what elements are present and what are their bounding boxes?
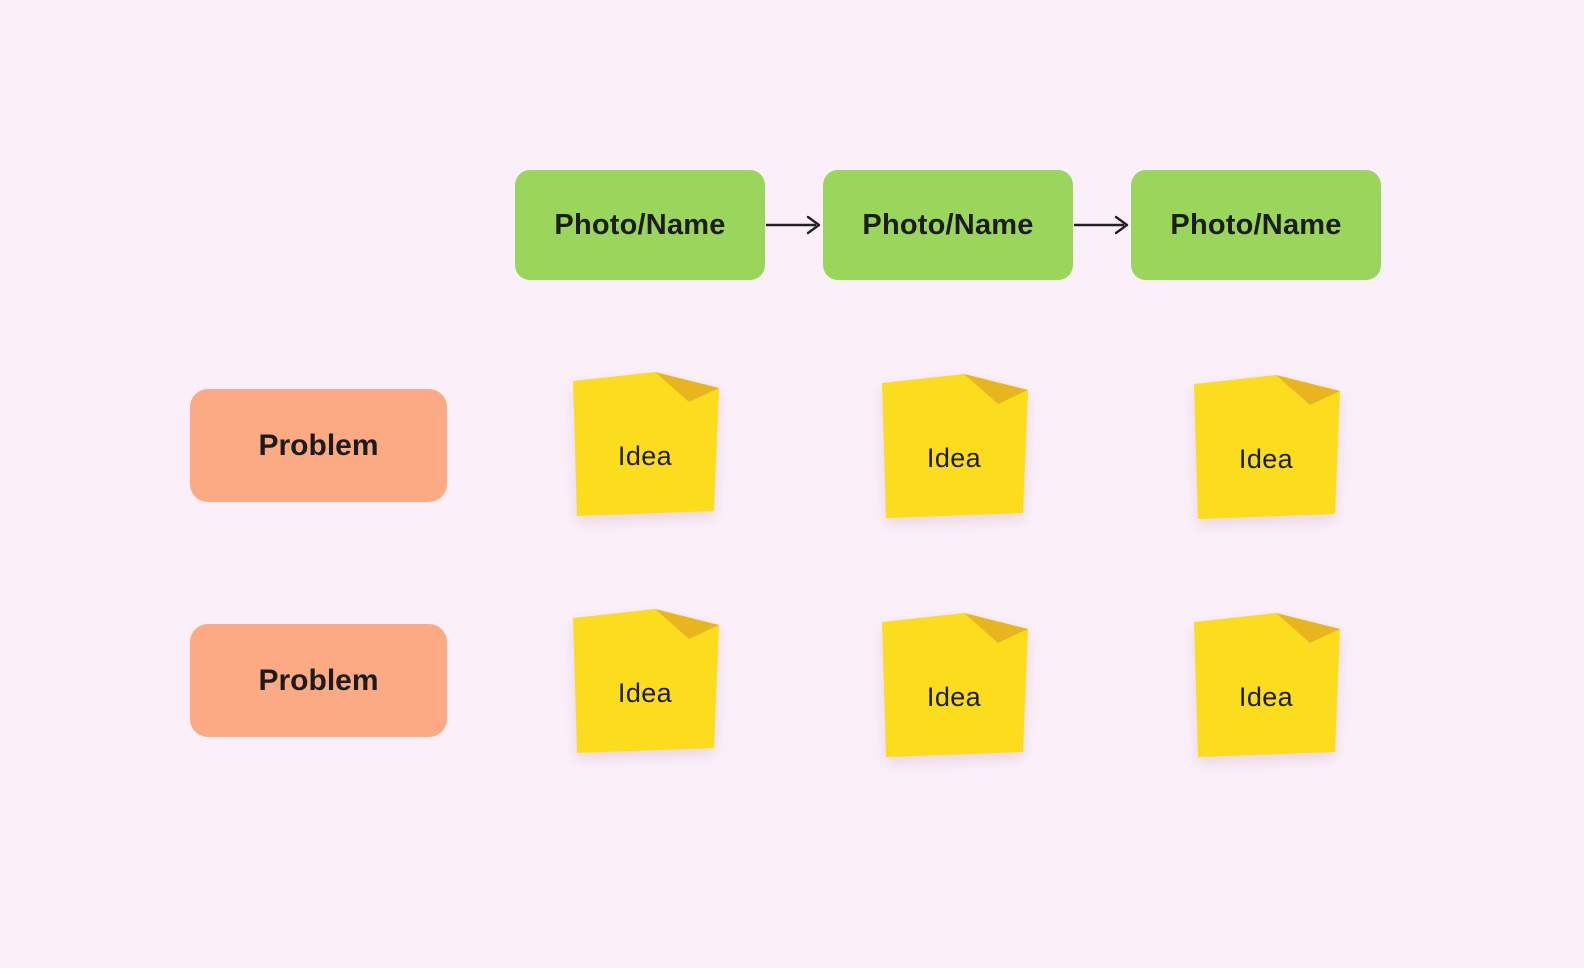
sticky-body — [573, 372, 719, 516]
problem-card-label: Problem — [258, 663, 379, 697]
sticky-note-shape — [1194, 613, 1340, 757]
sticky-note-label: Idea — [617, 677, 673, 708]
sticky-fold-corner — [1276, 375, 1340, 405]
problem-card-2[interactable]: Problem — [190, 624, 447, 737]
sticky-note-label: Idea — [1238, 443, 1294, 474]
sticky-note-shape — [573, 609, 719, 753]
flow-node-photo-name-2[interactable]: Photo/Name — [823, 170, 1073, 280]
sticky-fold-corner — [964, 613, 1028, 643]
sticky-note-shape — [882, 613, 1028, 757]
sticky-fold-corner — [964, 374, 1028, 404]
sticky-body — [1194, 613, 1340, 757]
flow-node-label: Photo/Name — [862, 208, 1034, 241]
sticky-body — [882, 374, 1028, 518]
sticky-body — [1194, 375, 1340, 519]
sticky-fold-corner — [1276, 613, 1340, 643]
connector-arrow-icon[interactable] — [1073, 214, 1131, 236]
arrowhead — [1114, 215, 1129, 235]
connector-arrow-icon[interactable] — [765, 214, 823, 236]
problem-card-1[interactable]: Problem — [190, 389, 447, 502]
sticky-note-idea[interactable]: Idea — [1188, 609, 1344, 761]
sticky-note-idea[interactable]: Idea — [876, 370, 1032, 522]
sticky-fold-corner — [655, 372, 719, 402]
flow-node-photo-name-1[interactable]: Photo/Name — [515, 170, 765, 280]
flow-node-photo-name-3[interactable]: Photo/Name — [1131, 170, 1381, 280]
sticky-note-shape — [882, 374, 1028, 518]
sticky-note-shape — [573, 372, 719, 516]
sticky-note-label: Idea — [1238, 681, 1294, 712]
sticky-body — [882, 613, 1028, 757]
sticky-note-idea[interactable]: Idea — [1188, 371, 1344, 523]
sticky-fold-corner — [655, 609, 719, 639]
sticky-note-label: Idea — [617, 440, 673, 471]
sticky-note-shape — [1194, 375, 1340, 519]
arrowhead — [806, 215, 821, 235]
sticky-note-label: Idea — [926, 442, 982, 473]
sticky-note-idea[interactable]: Idea — [567, 605, 723, 757]
sticky-body — [573, 609, 719, 753]
flow-node-label: Photo/Name — [1170, 208, 1342, 241]
sticky-note-label: Idea — [926, 681, 982, 712]
flow-node-label: Photo/Name — [554, 208, 726, 241]
sticky-note-idea[interactable]: Idea — [876, 609, 1032, 761]
sticky-note-idea[interactable]: Idea — [567, 368, 723, 520]
problem-card-label: Problem — [258, 428, 379, 462]
